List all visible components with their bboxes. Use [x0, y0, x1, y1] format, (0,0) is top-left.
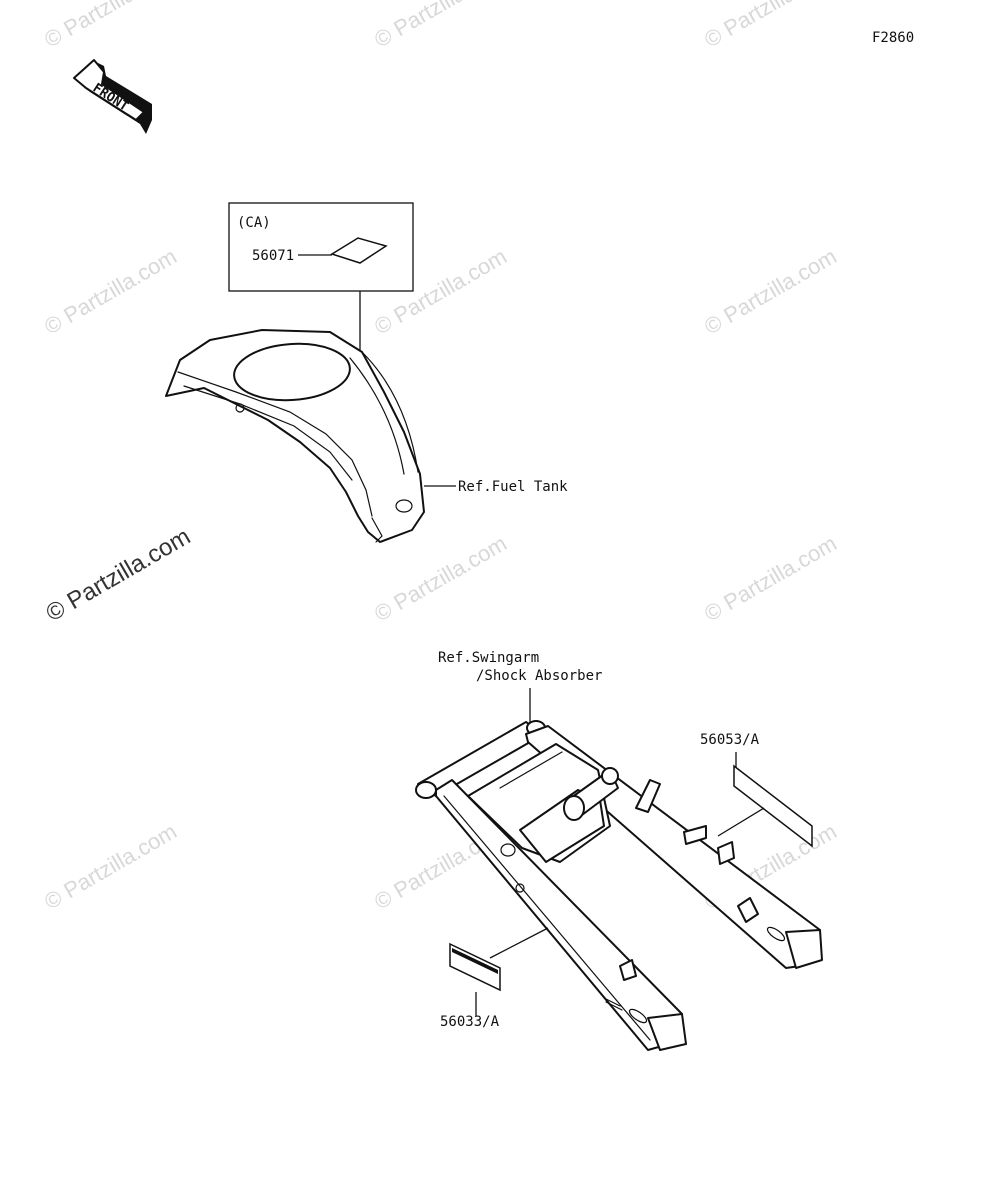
figure-code: F2860	[872, 30, 914, 46]
label-56033-a: 56033/A	[440, 927, 549, 1030]
ca-region-label: (CA)	[237, 215, 271, 231]
watermark: © Partzilla.com	[42, 523, 196, 627]
front-arrow-icon: FRONT	[73, 59, 152, 134]
watermark: © Partzilla.com	[40, 244, 181, 340]
watermark: © Partzilla.com	[370, 531, 511, 627]
part-number-56071: 56071	[252, 248, 294, 264]
watermark: © Partzilla.com	[700, 244, 841, 340]
watermark: © Partzilla.com	[700, 531, 841, 627]
fuel-tank-cover: Ref.Fuel Tank	[165, 329, 568, 543]
ref-shock-absorber-label: /Shock Absorber	[476, 668, 602, 684]
watermark: © Partzilla.com	[40, 819, 181, 915]
part-number-56053-a: 56053/A	[700, 732, 760, 748]
ref-fuel-tank-label: Ref.Fuel Tank	[458, 479, 568, 495]
part-number-56033-a: 56033/A	[440, 1014, 500, 1030]
decal-56053-a	[733, 764, 813, 848]
swingarm	[415, 720, 823, 1051]
warning-label-56071	[330, 237, 388, 264]
watermark: © Partzilla.com	[370, 0, 511, 52]
watermark: © Partzilla.com	[40, 0, 181, 52]
watermark: © Partzilla.com	[700, 0, 841, 52]
label-56053-a: 56053/A	[700, 732, 813, 848]
ref-swingarm-label: Ref.Swingarm	[438, 650, 539, 666]
